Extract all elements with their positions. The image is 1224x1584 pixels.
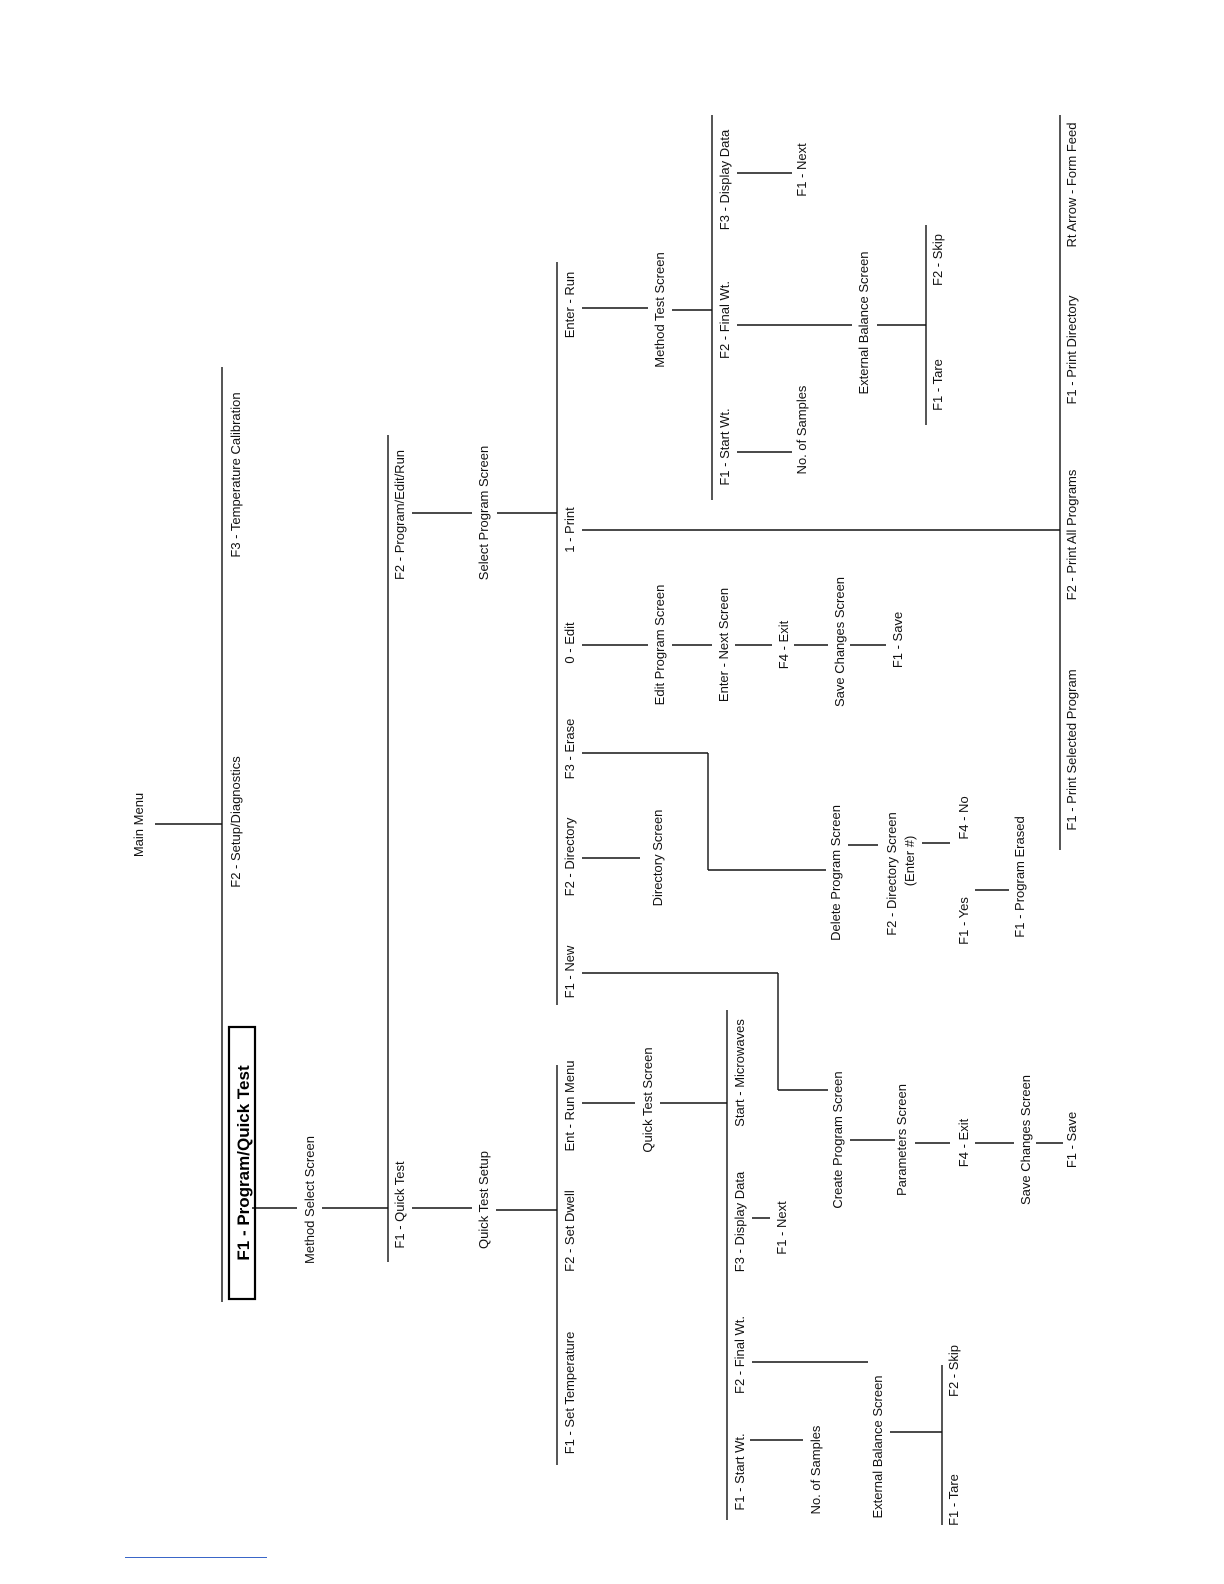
print-selected-program-label: F1 - Print Selected Program <box>1064 669 1079 830</box>
qt-f1-next-label: F1 - Next <box>774 1201 789 1255</box>
run-no-of-samples-label: No. of Samples <box>794 385 809 474</box>
method-select-screen-label: Method Select Screen <box>302 1136 317 1264</box>
enter-next-screen-label: Enter - Next Screen <box>716 588 731 702</box>
select-program-screen-label: Select Program Screen <box>476 446 491 580</box>
temperature-calibration-label: F3 - Temperature Calibration <box>228 392 243 557</box>
run-external-balance-label: External Balance Screen <box>856 251 871 394</box>
program-erased-label: F1 - Program Erased <box>1012 816 1027 937</box>
new-f1-save-label: F1 - Save <box>1064 1112 1079 1168</box>
ent-run-menu-label: Ent - Run Menu <box>562 1060 577 1151</box>
qt-f2-skip-label: F2 - Skip <box>946 1345 961 1397</box>
title-group: F1 - Program/Quick Test <box>227 1025 257 1301</box>
qt-external-balance-label: External Balance Screen <box>870 1375 885 1518</box>
erase-directory-screen-label: F2 - Directory Screen <box>884 812 899 936</box>
program-edit-run-label: F2 - Program/Edit/Run <box>392 450 407 580</box>
quick-test-setup-label: Quick Test Setup <box>476 1151 491 1249</box>
run-display-data-label: F3 - Display Data <box>717 129 732 230</box>
method-test-screen-label: Method Test Screen <box>652 252 667 367</box>
run-final-wt-label: F2 - Final Wt. <box>717 281 732 359</box>
main-menu-label: Main Menu <box>131 793 146 857</box>
sps-directory-label: F2 - Directory <box>562 817 577 896</box>
new-f4-exit-label: F4 - Exit <box>956 1118 971 1167</box>
quick-test-screen-label: Quick Test Screen <box>640 1047 655 1152</box>
print-all-programs-label: F2 - Print All Programs <box>1064 469 1079 600</box>
erase-f1-yes-label: F1 - Yes <box>956 897 971 945</box>
parameters-screen-label: Parameters Screen <box>894 1084 909 1196</box>
run-start-wt-label: F1 - Start Wt. <box>717 408 732 485</box>
sps-print-label: 1 - Print <box>562 507 577 553</box>
directory-screen-label: Directory Screen <box>650 810 665 907</box>
qt-final-wt-label: F2 - Final Wt. <box>732 1316 747 1394</box>
qt-display-data-label: F3 - Display Data <box>732 1171 747 1272</box>
create-program-screen-label: Create Program Screen <box>830 1071 845 1208</box>
sps-run-label: Enter - Run <box>562 272 577 338</box>
qt-f1-tare-label: F1 - Tare <box>946 1474 961 1526</box>
form-feed-label: Rt Arrow - Form Feed <box>1064 123 1079 248</box>
run-f1-next-label: F1 - Next <box>794 143 809 197</box>
set-dwell-label: F2 - Set Dwell <box>562 1190 577 1272</box>
run-f1-tare-label: F1 - Tare <box>930 359 945 411</box>
edit-f4-exit-label: F4 - Exit <box>776 620 791 669</box>
print-directory-label: F1 - Print Directory <box>1064 295 1079 405</box>
diagram-title: F1 - Program/Quick Test <box>234 1065 253 1261</box>
erase-f4-no-label: F4 - No <box>956 796 971 839</box>
edit-program-screen-label: Edit Program Screen <box>652 585 667 706</box>
new-save-changes-label: Save Changes Screen <box>1018 1075 1033 1205</box>
sps-erase-label: F3 - Erase <box>562 719 577 780</box>
setup-diagnostics-label: F2 - Setup/Diagnostics <box>228 756 243 888</box>
edit-f1-save-label: F1 - Save <box>890 612 905 668</box>
erase-enter-number-label: (Enter #) <box>902 836 917 887</box>
run-f2-skip-label: F2 - Skip <box>930 234 945 286</box>
sps-edit-label: 0 - Edit <box>562 622 577 664</box>
connector-lines <box>155 115 1063 1525</box>
footer-rule <box>125 1557 267 1558</box>
qt-start-wt-label: F1 - Start Wt. <box>732 1433 747 1510</box>
quick-test-label: F1 - Quick Test <box>392 1161 407 1249</box>
delete-program-screen-label: Delete Program Screen <box>828 805 843 941</box>
edit-save-changes-label: Save Changes Screen <box>832 577 847 707</box>
sps-new-label: F1 - New <box>562 945 577 998</box>
qt-no-of-samples-label: No. of Samples <box>808 1425 823 1514</box>
title-box <box>227 1025 257 1301</box>
set-temperature-label: F1 - Set Temperature <box>562 1332 577 1455</box>
qt-start-microwaves-label: Start - Microwaves <box>732 1019 747 1127</box>
